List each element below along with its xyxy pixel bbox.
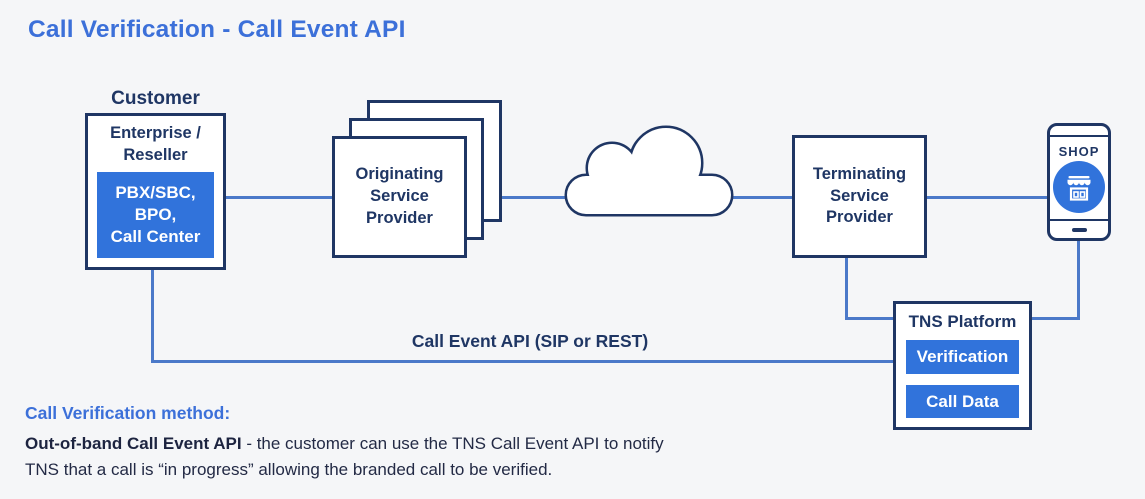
connector-customer-originating bbox=[225, 196, 332, 199]
connector-phone-tns bbox=[1031, 317, 1079, 320]
method-description-lead: Out-of-band Call Event API bbox=[25, 434, 242, 453]
connector-terminating-phone bbox=[926, 196, 1048, 199]
method-description: Out-of-band Call Event API - the custome… bbox=[25, 431, 697, 482]
tns-platform-title: TNS Platform bbox=[908, 312, 1017, 331]
connector-terminating-tns bbox=[845, 317, 893, 320]
phone-bottom-bar bbox=[1050, 219, 1108, 238]
customer-systems-label: PBX/SBC, BPO, Call Center bbox=[110, 182, 201, 247]
terminating-provider-label: Terminating Service Provider bbox=[812, 164, 907, 227]
phone-top-bar bbox=[1050, 126, 1108, 137]
connector-customer-down bbox=[151, 269, 154, 362]
call-event-api-label: Call Event API (SIP or REST) bbox=[411, 331, 649, 351]
home-indicator-icon bbox=[1071, 227, 1087, 232]
customer-systems-box: PBX/SBC, BPO, Call Center bbox=[97, 172, 214, 258]
cloud-icon bbox=[564, 125, 734, 217]
storefront-icon bbox=[1053, 160, 1105, 213]
phone-screen: SHOP bbox=[1050, 137, 1108, 219]
connector-call-event-api-line bbox=[151, 360, 893, 363]
terminating-provider-box: Terminating Service Provider bbox=[792, 135, 927, 258]
smartphone: SHOP bbox=[1047, 123, 1111, 241]
page-title: Call Verification - Call Event API bbox=[28, 16, 406, 43]
customer-heading: Customer bbox=[111, 88, 200, 109]
method-description-rest: - the customer can use the TNS Call Even… bbox=[25, 434, 664, 479]
customer-box: Enterprise / Reseller PBX/SBC, BPO, Call… bbox=[85, 113, 226, 270]
originating-provider-box: Originating Service Provider bbox=[332, 136, 467, 258]
method-heading: Call Verification method: bbox=[25, 403, 231, 423]
originating-provider-label: Originating Service Provider bbox=[355, 165, 444, 227]
connector-phone-down bbox=[1077, 240, 1080, 320]
shop-label: SHOP bbox=[1058, 143, 1100, 159]
verification-box: Verification bbox=[906, 340, 1019, 374]
connector-terminating-down bbox=[845, 257, 848, 319]
customer-box-label: Enterprise / Reseller bbox=[110, 124, 201, 164]
call-data-box: Call Data bbox=[906, 385, 1019, 418]
tns-platform-box: TNS Platform Verification Call Data bbox=[893, 301, 1032, 430]
